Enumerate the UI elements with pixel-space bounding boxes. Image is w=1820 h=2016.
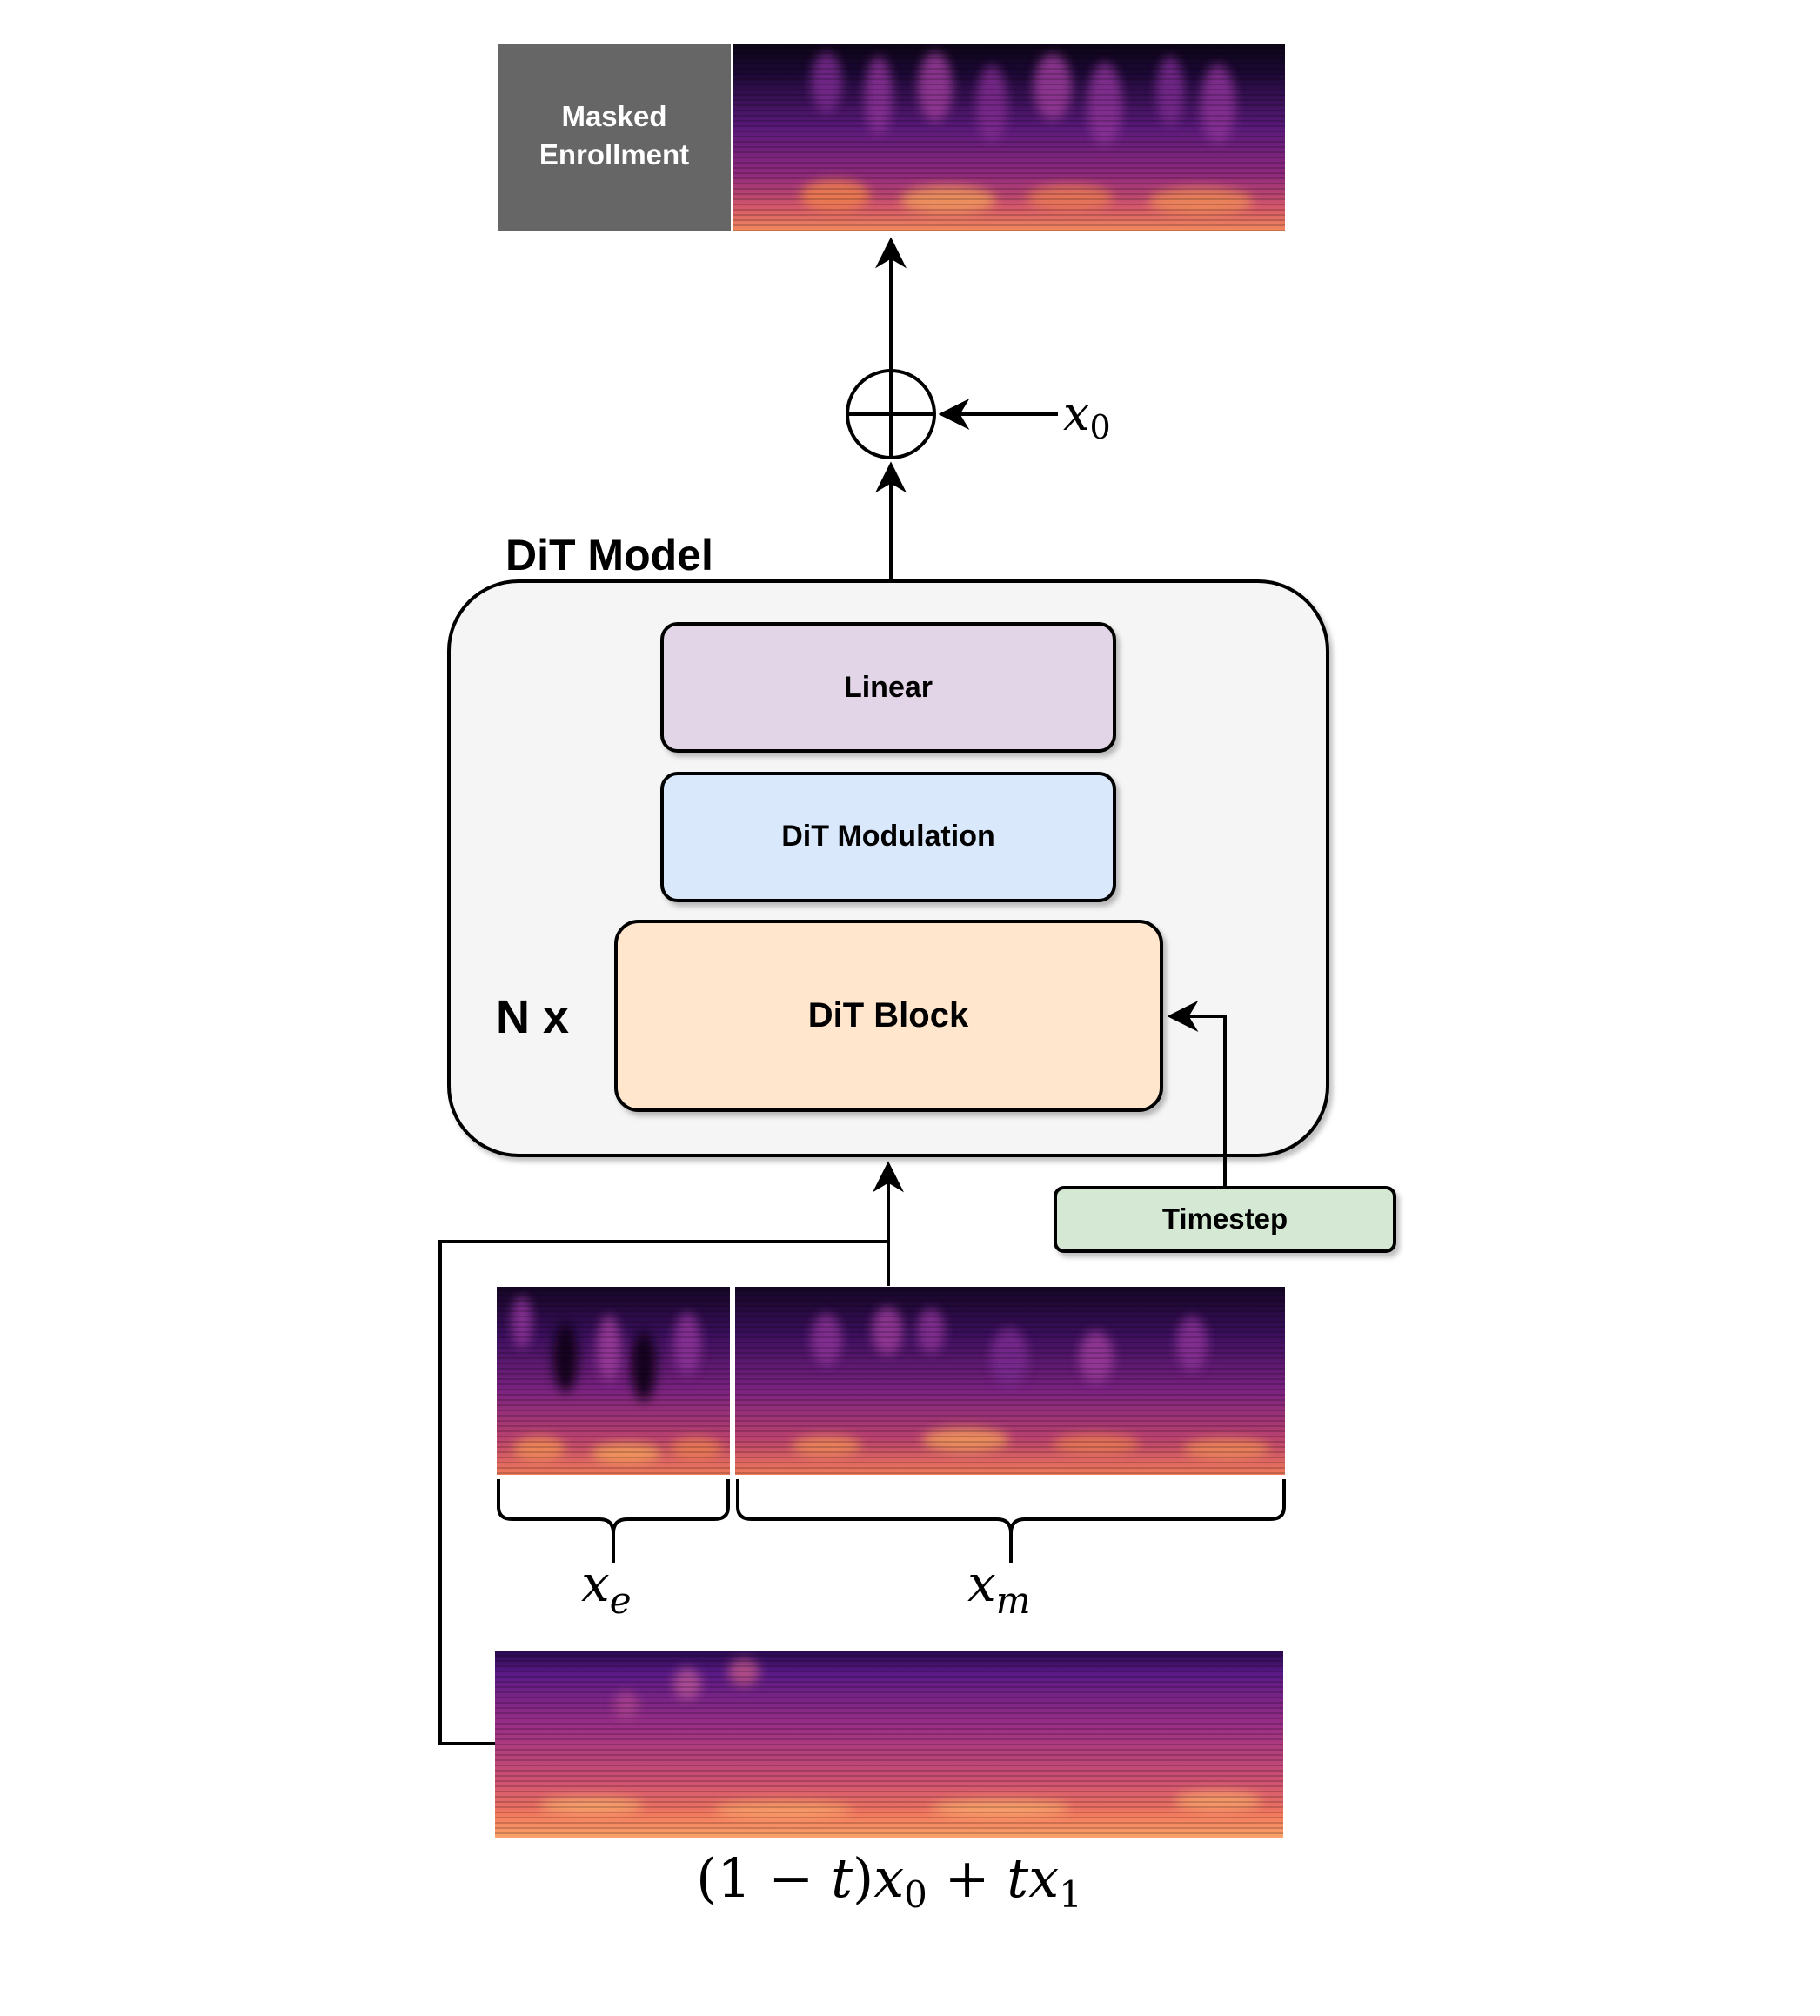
output-spectrogram-image [733, 44, 1285, 231]
masked-enrollment-box [498, 44, 731, 231]
formula-open: (1 − [696, 1846, 831, 1910]
masked-label-line2: Enrollment [539, 138, 689, 171]
output-spectrogram: Masked Enrollment [498, 44, 1285, 231]
skip-connection-line [438, 1240, 888, 1745]
enrollment-spectrogram [497, 1287, 730, 1475]
mixture-brace [736, 1479, 1286, 1563]
formula-x0-sub: 0 [904, 1873, 927, 1916]
dit-block[interactable] [614, 920, 1163, 1112]
modulation-label: DiT Modulation [781, 820, 995, 853]
x0-sub: 0 [1089, 408, 1110, 446]
linear-block[interactable] [660, 622, 1116, 753]
noisy-formula: (1 − t)x0 + tx1 [696, 1846, 1082, 1916]
linear-label: Linear [844, 671, 933, 704]
sum-node [846, 369, 936, 459]
formula-t: t [831, 1846, 853, 1910]
arrow-timestep-to-block [1167, 1001, 1227, 1188]
noisy-spectrogram [495, 1651, 1283, 1838]
formula-close: ) [853, 1846, 873, 1910]
xe-var: x [581, 1554, 610, 1613]
xm-var: x [967, 1554, 996, 1613]
repeat-label: N x [496, 991, 569, 1043]
xm-label: xm [967, 1554, 1031, 1622]
xe-label: xe [581, 1554, 632, 1622]
mixture-spectrogram [735, 1287, 1285, 1475]
masked-label-line1: Masked [561, 100, 666, 132]
modulation-block[interactable] [660, 772, 1116, 902]
dit-block-label: DiT Block [808, 996, 969, 1035]
x0-label: x0 [1063, 386, 1111, 446]
formula-tx: tx [1007, 1846, 1059, 1910]
formula-x1-sub: 1 [1059, 1873, 1082, 1916]
xm-sub: m [996, 1579, 1031, 1622]
enrollment-brace [497, 1479, 730, 1563]
formula-plus: + [927, 1846, 1007, 1910]
model-title: DiT Model [505, 531, 713, 579]
x0-var: x [1063, 386, 1089, 441]
formula-x: x [873, 1846, 904, 1910]
xe-sub: e [610, 1579, 632, 1622]
timestep-label: Timestep [1162, 1202, 1288, 1235]
